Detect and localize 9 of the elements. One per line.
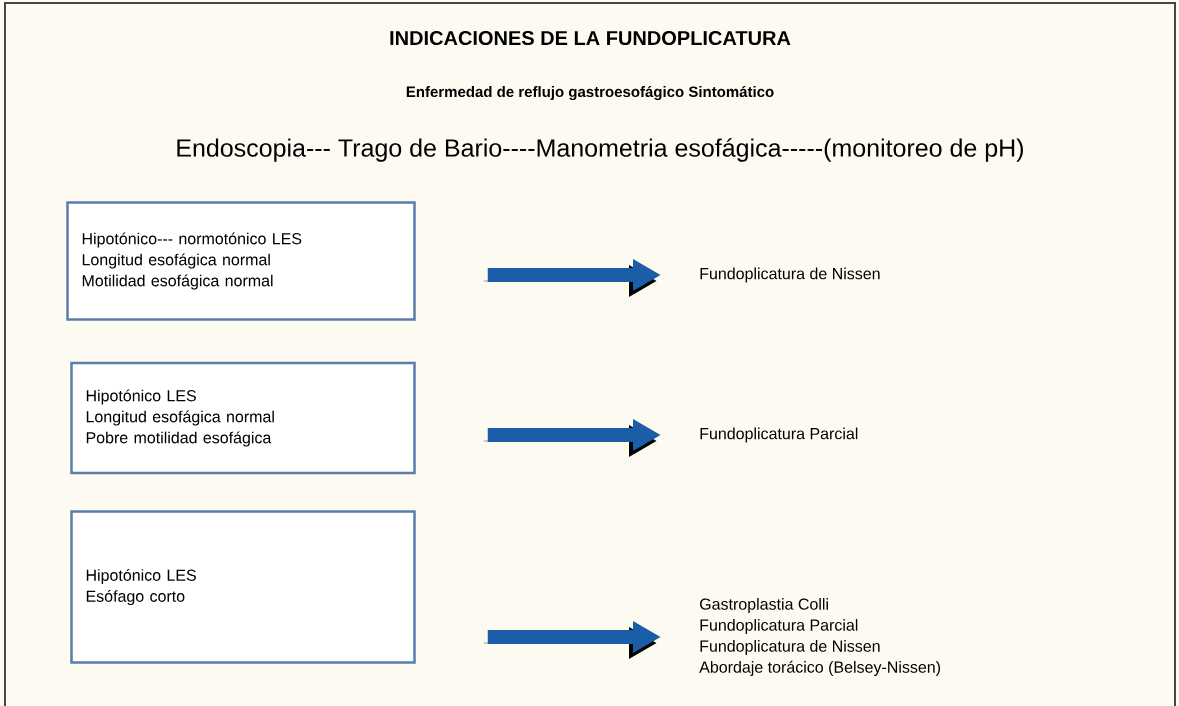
title: INDICACIONES DE LA FUNDOPLICATURA bbox=[390, 30, 791, 46]
subtitle: Enfermedad de reflujo gastroesofágico Sintomático bbox=[406, 85, 774, 101]
condition-box: Hipotónico LES Esófago corto bbox=[70, 510, 416, 664]
procedure-text: Fundoplicatura de Nissen bbox=[700, 267, 880, 283]
test-sequence: Endoscopia--- Trago de Bario----Manometria esofágica-----(monitoreo de pH) bbox=[177, 138, 1023, 162]
procedure-text: Gastroplastia Colli Fundoplicatura Parcial Fundoplicatura de Nissen Abordaje torácico (Belsey-Nissen) bbox=[699, 598, 940, 676]
condition-box: Hipotónico--- normotónico LES Longitud esofágica normal Motilidad esofágica normal bbox=[66, 201, 416, 321]
condition-box: Hipotónico LES Longitud esofágica normal Pobre motilidad esofágica bbox=[70, 361, 416, 475]
procedure-text: Fundoplicatura Parcial bbox=[700, 427, 858, 443]
